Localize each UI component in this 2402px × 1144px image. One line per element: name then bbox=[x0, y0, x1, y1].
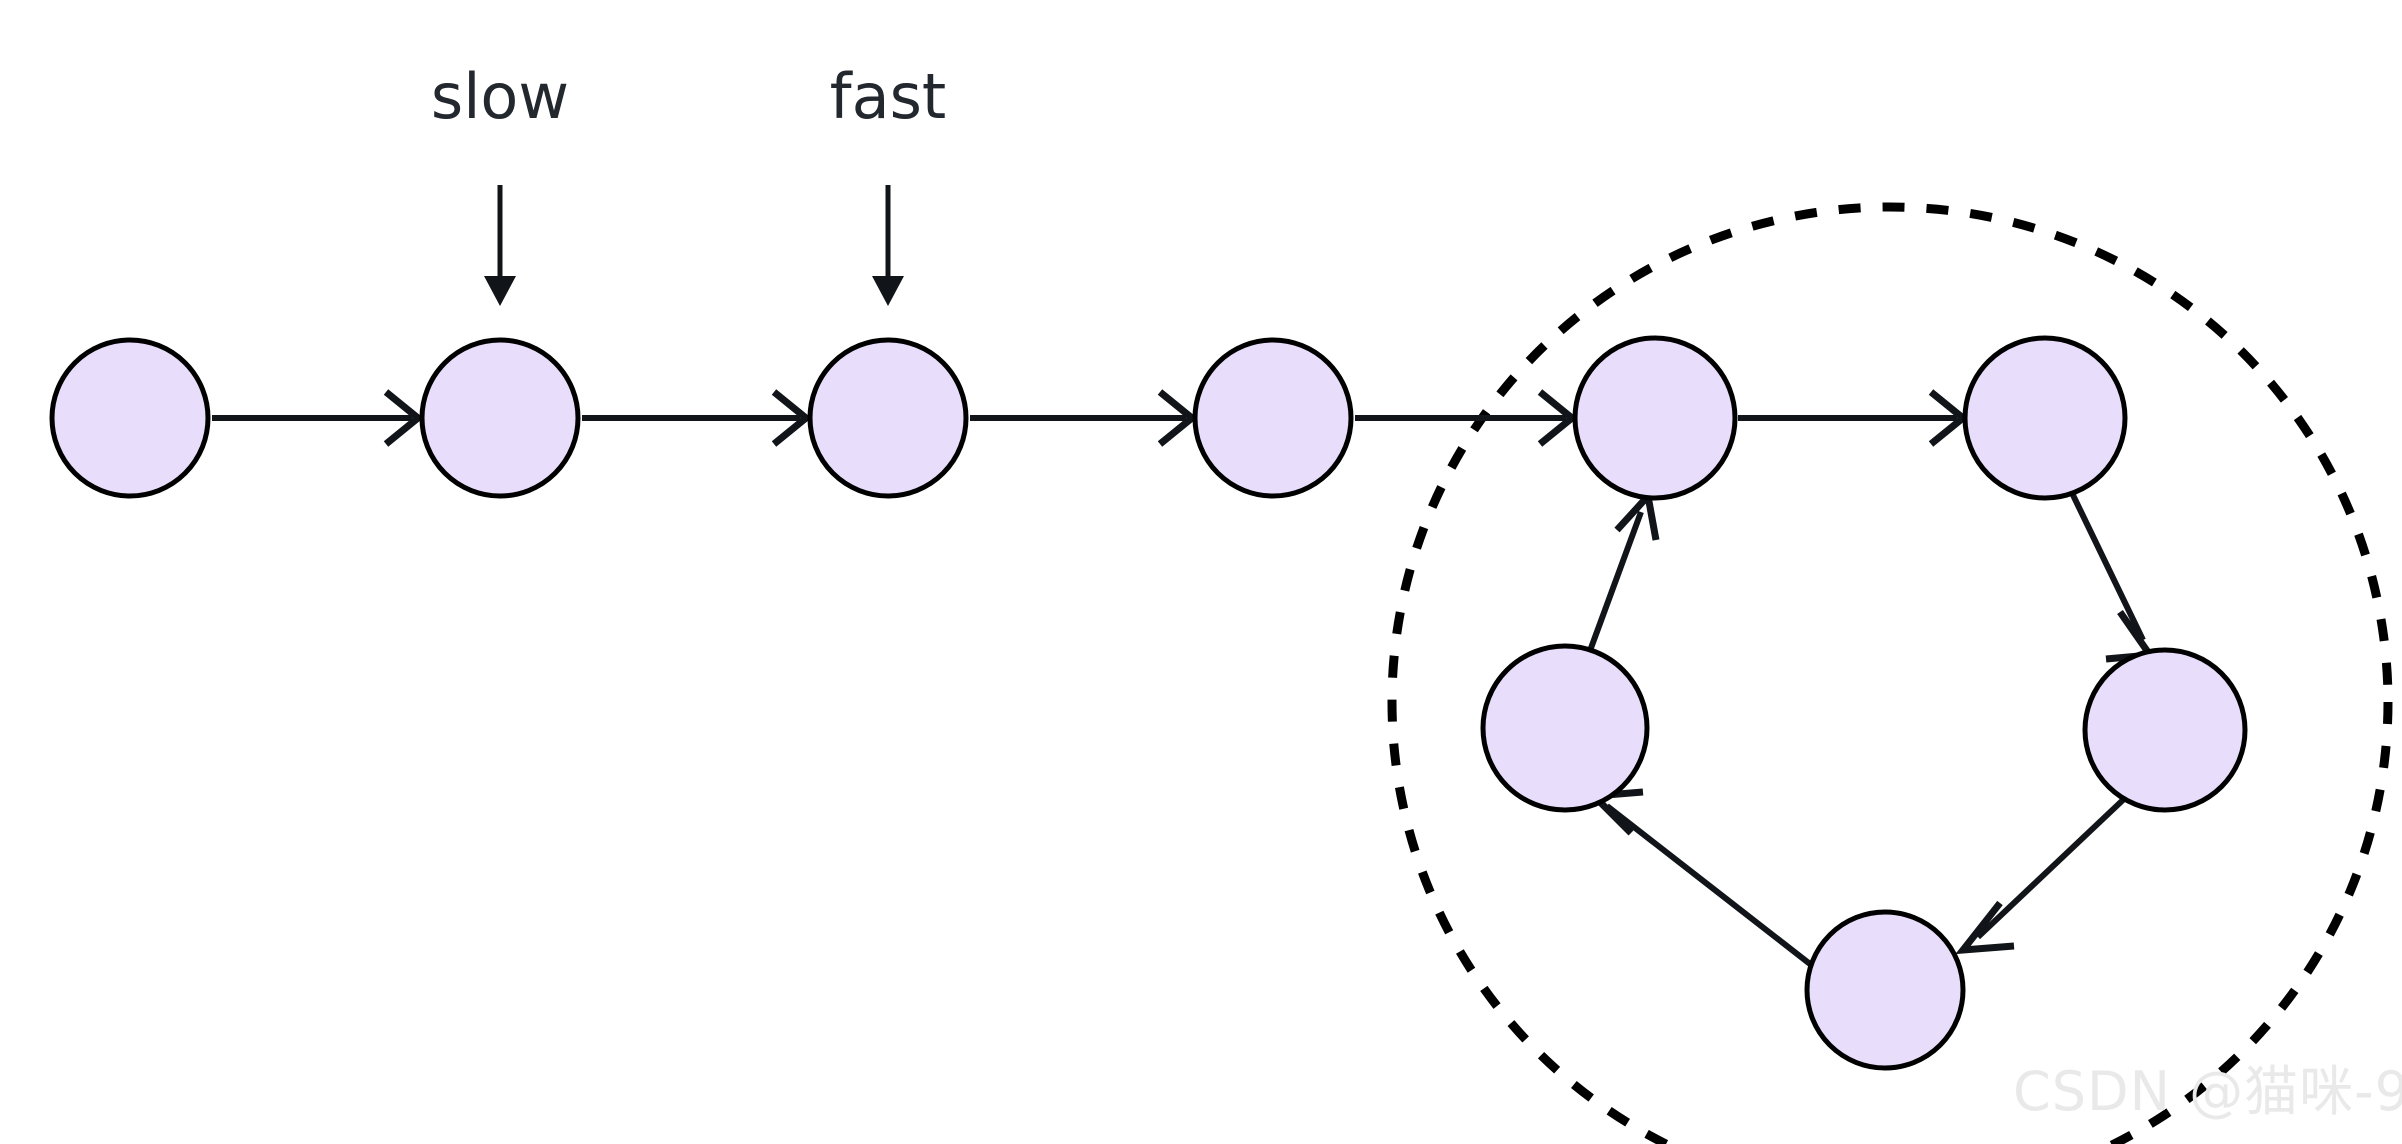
edge-cycle-bottom-to-left bbox=[1586, 788, 1812, 967]
edge-cycle-right-to-bottom bbox=[1955, 796, 2127, 955]
edge-line bbox=[1588, 510, 1644, 650]
cycle-node-top-right[interactable] bbox=[1962, 335, 2128, 501]
edge-chain-1-2 bbox=[212, 389, 424, 447]
cycle-node-bottom[interactable] bbox=[1804, 909, 1966, 1071]
edge-chain-3-4 bbox=[970, 389, 1198, 447]
edge-chain-2-3 bbox=[582, 389, 812, 447]
edge-line bbox=[1975, 796, 2127, 940]
watermark: CSDN @猫咪-9527 bbox=[2013, 1060, 2402, 1123]
fast-pointer-label: fast bbox=[830, 60, 946, 133]
edge-line bbox=[2069, 491, 2146, 642]
chain-node-1[interactable] bbox=[49, 337, 211, 499]
chain-node-4[interactable] bbox=[1192, 337, 1354, 499]
edge-cycle-left-to-top-left bbox=[1588, 488, 1660, 650]
arrowhead-icon bbox=[383, 389, 424, 447]
chain-node-2[interactable] bbox=[419, 337, 581, 499]
arrowhead-icon bbox=[1157, 389, 1198, 447]
edge-line bbox=[1605, 803, 1812, 967]
cycle-node-right[interactable] bbox=[2082, 647, 2248, 813]
edge-cycle-top bbox=[1738, 389, 1969, 447]
edge-cycle-top-right-to-right bbox=[2069, 491, 2157, 663]
cycle-node-top-left[interactable] bbox=[1572, 335, 1738, 501]
arrowhead-icon bbox=[1955, 900, 2015, 955]
arrow-down-icon bbox=[484, 276, 516, 306]
chain-node-3[interactable] bbox=[807, 337, 969, 499]
arrow-down-icon bbox=[872, 276, 904, 306]
cycle-region-outline bbox=[1387, 202, 2393, 1144]
arrowhead-icon bbox=[771, 389, 812, 447]
pointer-fast: fast bbox=[830, 60, 946, 306]
edge-chain-4-cycle bbox=[1355, 389, 1578, 447]
slow-pointer-label: slow bbox=[431, 60, 569, 133]
pointer-slow: slow bbox=[431, 60, 569, 306]
cycle-node-left[interactable] bbox=[1480, 643, 1650, 813]
arrowhead-icon bbox=[1537, 389, 1578, 447]
